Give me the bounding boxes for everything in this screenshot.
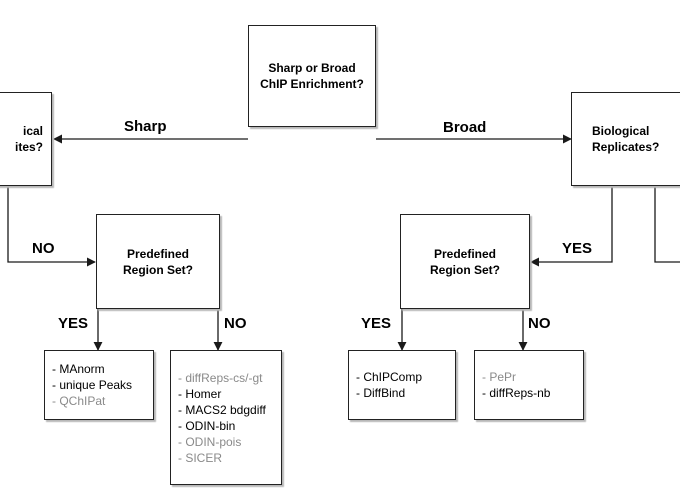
edge-label-broad: Broad: [443, 119, 487, 136]
tool-list-item: - ODIN-bin: [178, 418, 236, 433]
root-question-line-2: ChIP Enrichment?: [260, 77, 364, 91]
left-replicates-line-2: ites?: [14, 140, 43, 154]
left-yes-tools-box: - MAnorm - unique Peaks - QChIPat: [44, 350, 154, 420]
left-no-arrow: [7, 186, 96, 267]
right-region-line-2: Region Set?: [429, 262, 500, 277]
edge-label-right-sub-no: NO: [528, 315, 551, 332]
right-region-set-box: Predefined Region Set?: [400, 214, 530, 309]
tool-list-item: - DiffBind: [356, 386, 406, 400]
right-yes-tools-box: - ChIPComp - DiffBind: [348, 350, 456, 420]
tool-list-item: - unique Peaks: [52, 378, 133, 392]
left-replicates-box: ical ites?: [0, 92, 52, 186]
left-region-line-2: Region Set?: [122, 262, 193, 277]
right-replicates-box: Biological Replicates?: [571, 92, 680, 186]
tool-list-item: - PePr: [482, 370, 517, 384]
left-replicates-line-1: ical: [22, 124, 43, 138]
right-replicates-line-1: Biological: [592, 124, 650, 138]
tool-list-item: - ODIN-pois: [178, 434, 242, 449]
right-replicates-line-2: Replicates?: [592, 140, 660, 154]
tool-list-item: - MACS2 bdgdiff: [178, 402, 266, 417]
right-region-line-1: Predefined: [433, 246, 496, 261]
edge-label-left-sub-yes: YES: [58, 315, 89, 332]
edge-label-left-no: NO: [32, 240, 55, 257]
edge-label-right-sub-yes: YES: [361, 315, 392, 332]
tool-list-item: - diffReps-cs/-gt: [178, 370, 263, 385]
root-question-box: Sharp or Broad ChIP Enrichment?: [248, 25, 376, 127]
left-region-set-box: Predefined Region Set?: [96, 214, 220, 309]
tool-list-item: - QChIPat: [52, 394, 106, 408]
right-yes-arrow: [530, 186, 613, 267]
tool-list-item: - ChIPComp: [356, 370, 423, 384]
left-no-tools-box: - diffReps-cs/-gt- Homer- MACS2 bdgdiff-…: [170, 350, 282, 485]
edge-label-sharp: Sharp: [124, 118, 167, 135]
edge-label-right-yes: YES: [562, 240, 593, 257]
right-no-tools-box: - PePr - diffReps-nb: [474, 350, 584, 420]
tool-list-item: - Homer: [178, 386, 222, 401]
tool-list-item: - SICER: [178, 450, 223, 465]
edge-label-left-sub-no: NO: [224, 315, 247, 332]
left-region-line-1: Predefined: [126, 246, 189, 261]
right-no-line: [654, 186, 680, 263]
tool-list-item: - diffReps-nb: [482, 386, 551, 400]
tool-list-item: - MAnorm: [52, 362, 105, 376]
root-question-line-1: Sharp or Broad: [268, 61, 356, 75]
